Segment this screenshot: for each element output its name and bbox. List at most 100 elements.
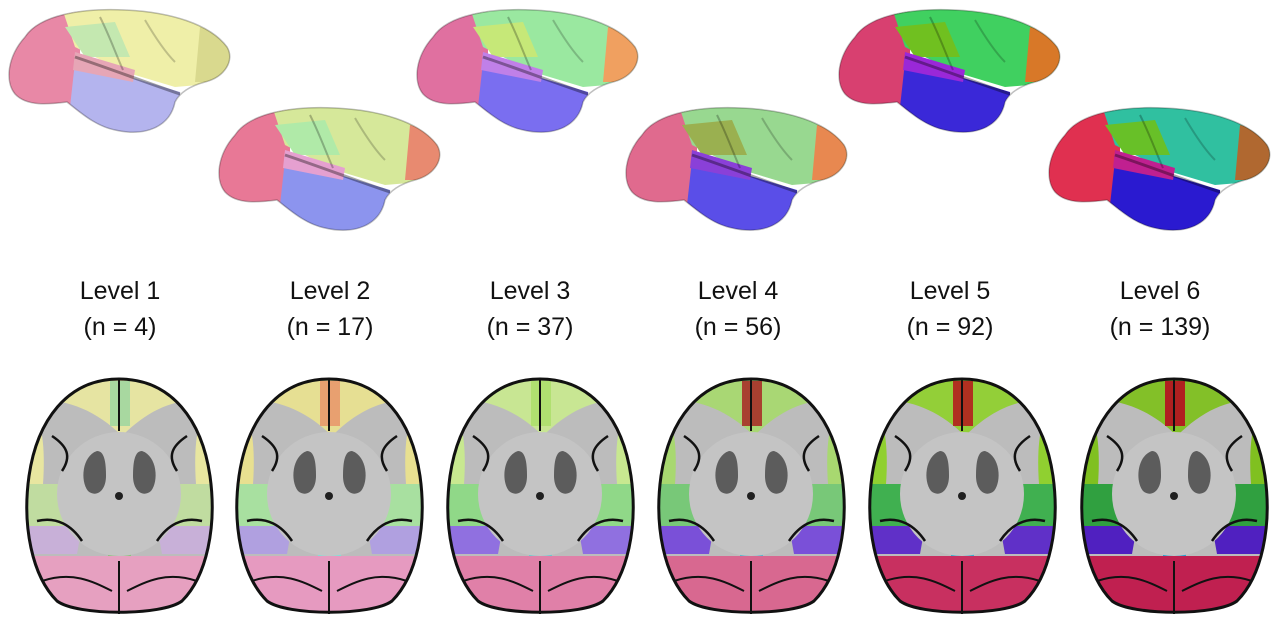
sulcus bbox=[787, 518, 835, 542]
axial-slice-level-2 bbox=[232, 376, 427, 616]
sulcus bbox=[802, 434, 820, 472]
temporal-band bbox=[447, 526, 503, 554]
insular-region bbox=[73, 52, 135, 82]
lateral-cortex-level-1 bbox=[5, 2, 235, 152]
insular-region bbox=[1113, 150, 1175, 180]
axial-slice-level-6 bbox=[1077, 376, 1272, 616]
sulcus bbox=[482, 55, 589, 96]
third-ventricle bbox=[536, 492, 544, 500]
level-title: Level 4 bbox=[697, 277, 779, 305]
sulcus bbox=[1013, 434, 1031, 472]
level-title: Level 2 bbox=[289, 277, 371, 305]
parcel-count: (n = 37) bbox=[486, 313, 574, 341]
sulcus bbox=[591, 434, 609, 472]
third-ventricle bbox=[325, 492, 333, 500]
central-region bbox=[1105, 120, 1170, 155]
cortex-outline bbox=[218, 106, 441, 231]
sulcus bbox=[1114, 153, 1221, 194]
level-title: Level 5 bbox=[909, 277, 991, 305]
third-ventricle bbox=[1170, 492, 1178, 500]
sulcus bbox=[547, 575, 619, 592]
sulcus bbox=[170, 434, 188, 472]
sulcus bbox=[904, 55, 1011, 96]
sulcus bbox=[51, 434, 69, 472]
sulcus bbox=[929, 16, 954, 71]
ventricle-left bbox=[1138, 451, 1161, 494]
sulcus bbox=[879, 518, 927, 542]
level-title: Level 3 bbox=[489, 277, 571, 305]
ventricle-left bbox=[715, 451, 738, 494]
cortex-outline bbox=[838, 8, 1061, 133]
parcel-count: (n = 92) bbox=[906, 313, 994, 341]
level-3-label: Level 3 (n = 37) bbox=[430, 273, 630, 345]
level-title: Level 6 bbox=[1119, 277, 1201, 305]
sulcus bbox=[472, 434, 490, 472]
third-ventricle bbox=[747, 492, 755, 500]
sulcus bbox=[251, 575, 323, 592]
sulcus bbox=[1139, 114, 1164, 169]
temporal-band bbox=[1212, 526, 1268, 554]
temporal-band bbox=[1000, 526, 1056, 554]
third-ventricle bbox=[958, 492, 966, 500]
temporal-band bbox=[578, 526, 634, 554]
sulcus bbox=[1106, 434, 1124, 472]
ventricle-right bbox=[343, 451, 366, 494]
level-title: Level 1 bbox=[79, 277, 161, 305]
sulcus bbox=[354, 117, 386, 161]
central-region bbox=[275, 120, 340, 155]
lateral-cortex-level-4 bbox=[622, 100, 852, 250]
sulcus bbox=[41, 575, 113, 592]
insular-region bbox=[481, 52, 543, 82]
central-region bbox=[895, 22, 960, 57]
sulcus bbox=[552, 19, 584, 63]
temporal-band bbox=[789, 526, 845, 554]
ventricle-right bbox=[133, 451, 156, 494]
sulcus bbox=[74, 55, 181, 96]
parcel-count: (n = 139) bbox=[1109, 313, 1211, 341]
lateral-cortex-level-2 bbox=[215, 100, 445, 250]
cortex-outline bbox=[625, 106, 848, 231]
sulcus bbox=[668, 518, 716, 542]
lateral-cortex-level-5 bbox=[835, 2, 1065, 152]
lateral-cortex-level-6 bbox=[1045, 100, 1275, 250]
sulcus bbox=[309, 114, 334, 169]
ventricle-left bbox=[293, 451, 316, 494]
ventricle-right bbox=[554, 451, 577, 494]
sulcus bbox=[998, 518, 1046, 542]
parcel-count: (n = 4) bbox=[83, 313, 157, 341]
axial-slice-level-1 bbox=[22, 376, 217, 616]
sulcus bbox=[457, 518, 505, 542]
central-region bbox=[682, 120, 747, 155]
insular-region bbox=[283, 150, 345, 180]
cortex-outline bbox=[8, 8, 231, 133]
axial-slice-level-4 bbox=[654, 376, 849, 616]
insular-region bbox=[903, 52, 965, 82]
sulcus bbox=[284, 153, 391, 194]
sulcus bbox=[1225, 434, 1243, 472]
sulcus bbox=[365, 518, 413, 542]
sulcus bbox=[673, 575, 745, 592]
temporal-band bbox=[236, 526, 292, 554]
temporal-band bbox=[1081, 526, 1137, 554]
axial-slice-level-3 bbox=[443, 376, 638, 616]
ventricle-left bbox=[926, 451, 949, 494]
temporal-band bbox=[658, 526, 714, 554]
sulcus bbox=[716, 114, 741, 169]
level-1-label: Level 1 (n = 4) bbox=[20, 273, 220, 345]
cortex-outline bbox=[1048, 106, 1271, 231]
sulcus bbox=[1210, 518, 1258, 542]
sulcus bbox=[969, 575, 1041, 592]
temporal-band bbox=[26, 526, 82, 554]
sulcus bbox=[1096, 575, 1168, 592]
level-4-label: Level 4 (n = 56) bbox=[638, 273, 838, 345]
sulcus bbox=[1181, 575, 1253, 592]
sulcus bbox=[1091, 518, 1139, 542]
sulcus bbox=[462, 575, 534, 592]
sulcus bbox=[155, 518, 203, 542]
central-region bbox=[473, 22, 538, 57]
ventricle-left bbox=[83, 451, 106, 494]
sulcus bbox=[1184, 117, 1216, 161]
sulcus bbox=[884, 575, 956, 592]
sulcus bbox=[576, 518, 624, 542]
